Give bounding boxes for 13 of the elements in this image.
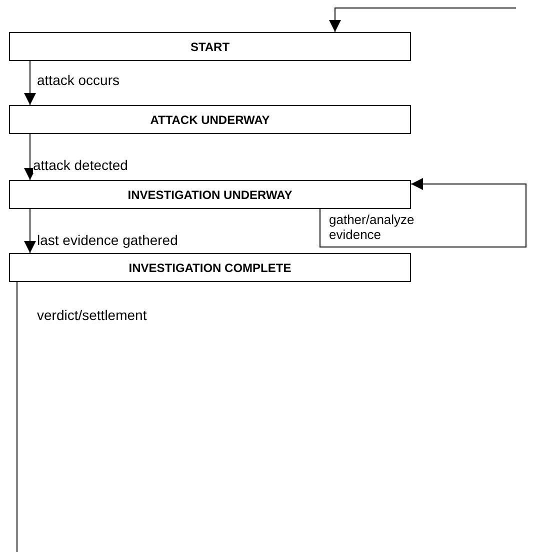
state-box: INVESTIGATION UNDERWAY <box>9 180 411 209</box>
arrow <box>329 8 516 32</box>
state-box: START <box>9 32 411 61</box>
arrow <box>24 208 36 254</box>
arrow <box>320 178 526 248</box>
arrow <box>24 134 36 180</box>
edge-label: verdict/settlement <box>37 307 147 323</box>
state-box: INVESTIGATION COMPLETE <box>9 253 411 282</box>
edge-label: last evidence gathered <box>37 232 178 248</box>
arrow <box>24 60 36 106</box>
edge-label: attack detected <box>33 157 128 173</box>
state-box: ATTACK UNDERWAY <box>9 105 411 134</box>
edge-label: attack occurs <box>37 72 120 88</box>
